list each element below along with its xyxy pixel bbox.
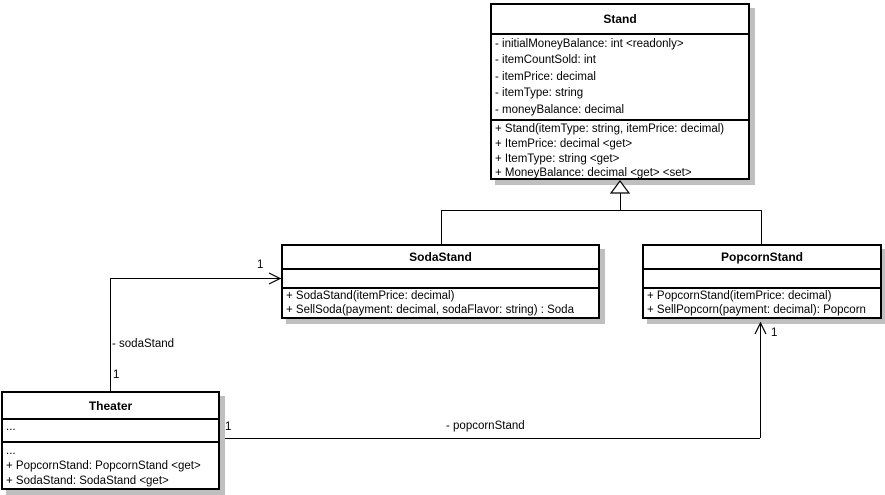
class-method: + MoneyBalance: decimal <get> <set> <box>495 167 692 180</box>
popcornstand-source-multiplicity-label: 1 <box>225 421 232 433</box>
attributes-compartment <box>283 268 598 287</box>
class-title: Stand <box>603 12 637 26</box>
association-arrow-right-icon[interactable] <box>267 271 282 286</box>
methods-compartment: + SodaStand(itemPrice: decimal) + SellSo… <box>283 287 598 319</box>
class-attribute: - itemCountSold: int <box>495 54 596 67</box>
attributes-compartment: - initialMoneyBalance: int <readonly> - … <box>492 33 748 119</box>
class-title: Theater <box>88 398 133 413</box>
association-sodastand-vertical-edge[interactable] <box>110 278 111 391</box>
class-attribute: - moneyBalance: decimal <box>495 103 625 116</box>
attributes-compartment <box>644 268 880 287</box>
popcornstand-target-multiplicity-label: 1 <box>771 327 778 339</box>
class-method: + ItemPrice: decimal <get> <box>495 137 633 150</box>
class-attribute: ... <box>6 421 16 433</box>
class-title: PopcornStand <box>720 250 803 264</box>
class-box-theater[interactable]: Theater ... ... + PopcornStand: PopcornS… <box>1 391 220 490</box>
class-title: SodaStand <box>409 250 472 264</box>
class-method: + PopcornStand: PopcornStand <get> <box>6 460 201 473</box>
attributes-compartment: ... <box>3 418 218 441</box>
association-popcornstand-horizontal-edge[interactable] <box>221 438 760 439</box>
sodastand-role-label: - sodaStand <box>112 338 175 350</box>
association-sodastand-horizontal-edge[interactable] <box>110 278 281 279</box>
class-method: + SellSoda(payment: decimal, sodaFlavor:… <box>286 303 574 316</box>
class-method: + ItemType: string <get> <box>495 152 620 165</box>
class-method: + SellPopcorn(payment: decimal): Popcorn <box>647 303 866 316</box>
generalization-popcornstand-edge[interactable] <box>761 211 762 244</box>
sodastand-source-multiplicity-label: 1 <box>113 369 120 381</box>
association-popcornstand-vertical-edge[interactable] <box>760 324 761 438</box>
class-method: + SodaStand: SodaStand <get> <box>6 475 169 488</box>
class-attribute: - initialMoneyBalance: int <readonly> <box>495 38 684 50</box>
class-method: + PopcornStand(itemPrice: decimal) <box>647 290 832 302</box>
class-method: + SodaStand(itemPrice: decimal) <box>286 290 455 302</box>
class-attribute: - itemPrice: decimal <box>495 70 596 83</box>
generalization-bus-edge[interactable] <box>441 210 762 211</box>
generalization-stem-edge[interactable] <box>620 193 621 210</box>
generalization-sodastand-edge[interactable] <box>441 211 442 244</box>
class-box-stand[interactable]: Stand - initialMoneyBalance: int <readon… <box>490 3 750 180</box>
methods-compartment: + Stand(itemType: string, itemPrice: dec… <box>492 119 748 182</box>
association-arrow-up-icon[interactable] <box>753 321 768 336</box>
generalization-triangle-icon[interactable] <box>609 180 631 194</box>
class-method: ... <box>6 445 16 457</box>
class-attribute: - itemType: string <box>495 87 584 100</box>
methods-compartment: ... + PopcornStand: PopcornStand <get> +… <box>3 441 218 491</box>
class-method: + Stand(itemType: string, itemPrice: dec… <box>495 123 725 136</box>
class-box-popcornstand[interactable]: PopcornStand + PopcornStand(itemPrice: d… <box>642 244 882 319</box>
popcornstand-role-label: - popcornStand <box>446 420 525 432</box>
sodastand-target-multiplicity-label: 1 <box>257 259 264 271</box>
methods-compartment: + PopcornStand(itemPrice: decimal) + Sel… <box>644 287 880 319</box>
class-box-sodastand[interactable]: SodaStand + SodaStand(itemPrice: decimal… <box>281 244 600 319</box>
